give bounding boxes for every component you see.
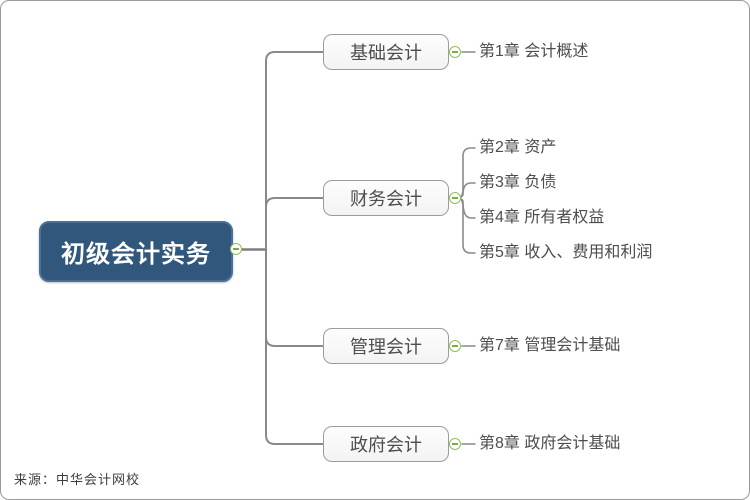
minus-circle-icon[interactable] [449, 46, 461, 58]
leaf-chapter-4[interactable]: 第4章 所有者权益 [479, 209, 605, 226]
minus-circle-icon[interactable] [230, 243, 242, 255]
branch-node-financial-accounting[interactable]: 财务会计 [323, 180, 449, 216]
minus-circle-icon[interactable] [449, 192, 461, 204]
branch-node-basic-accounting[interactable]: 基础会计 [323, 34, 449, 70]
leaf-chapter-7[interactable]: 第7章 管理会计基础 [479, 337, 621, 354]
root-node[interactable]: 初级会计实务 [39, 221, 233, 282]
branch-node-government-accounting[interactable]: 政府会计 [323, 426, 449, 462]
minus-circle-icon[interactable] [449, 438, 461, 450]
minus-circle-icon[interactable] [449, 340, 461, 352]
branch-node-management-accounting[interactable]: 管理会计 [323, 328, 449, 364]
source-caption: 来源：中华会计网校 [14, 472, 141, 487]
leaf-chapter-3[interactable]: 第3章 负债 [479, 174, 557, 191]
leaf-chapter-2[interactable]: 第2章 资产 [479, 139, 557, 156]
leaf-chapter-1[interactable]: 第1章 会计概述 [479, 43, 589, 60]
leaf-chapter-8[interactable]: 第8章 政府会计基础 [479, 435, 621, 452]
leaf-chapter-5[interactable]: 第5章 收入、费用和利润 [479, 244, 653, 261]
